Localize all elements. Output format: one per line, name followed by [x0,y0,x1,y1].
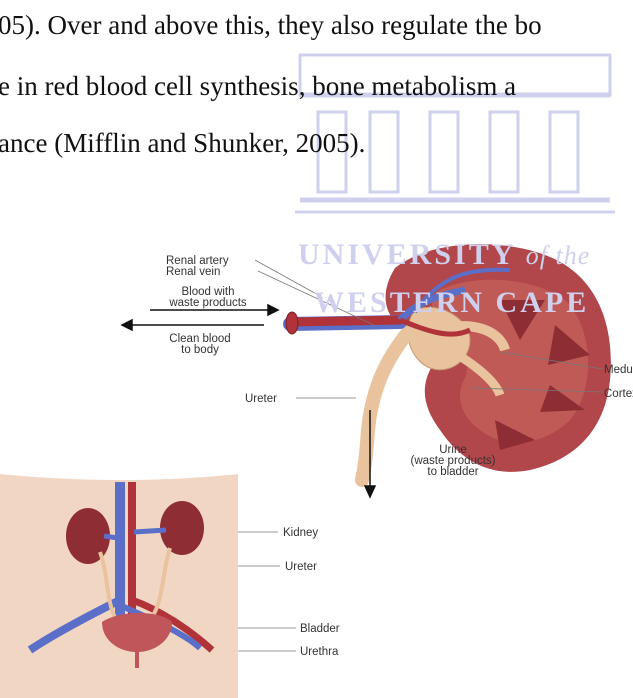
label-medulla: Medulla [604,364,633,376]
label-cortex: Cortex [604,388,633,400]
torso-illustration [0,474,238,698]
label-ureter-top: Ureter [245,393,277,405]
label-ureter-bottom: Ureter [285,561,317,573]
label-kidney: Kidney [283,527,318,539]
label-renal-vein: Renal vein [166,266,220,278]
label-waste-products: waste products [150,297,266,309]
label-bladder: Bladder [300,623,340,635]
label-urethra: Urethra [300,646,338,658]
label-to-bladder: to bladder [398,466,508,478]
watermark-university: UNIVERSITY of the [298,238,590,272]
label-to-body: to body [150,344,250,356]
watermark-western-cape: WESTERN CAPE [314,286,589,320]
